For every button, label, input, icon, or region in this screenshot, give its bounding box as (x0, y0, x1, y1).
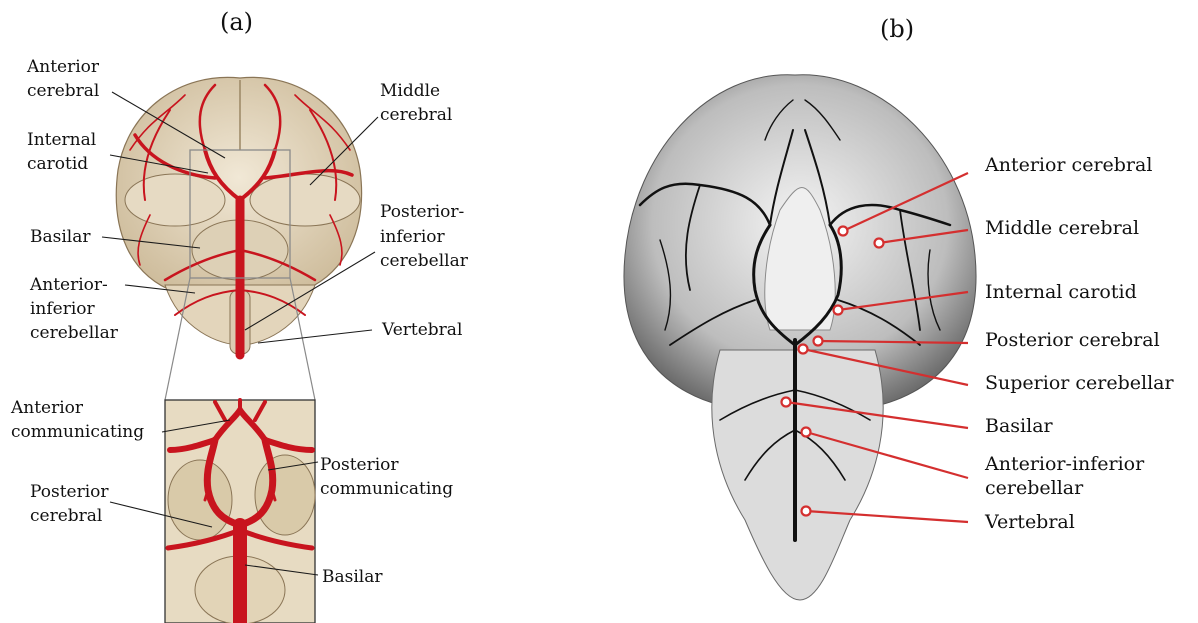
panel-b-title: (b) (880, 15, 914, 43)
label-a-anterior-inferior-cerebellar-3: cerebellar (30, 323, 119, 343)
label-b-anterior-inferior-cerebellar-2: cerebellar (985, 477, 1084, 499)
label-a-inset-basilar: Basilar (322, 567, 383, 587)
label-a-anterior-cerebral-2: cerebral (27, 81, 99, 101)
label-a-anterior-inferior-cerebellar-2: inferior (30, 299, 96, 319)
panel-a: (a) (10, 8, 469, 623)
label-a-vertebral: Vertebral (381, 320, 462, 340)
panel-b: (b) (624, 15, 1175, 600)
label-a-posterior-inferior-cerebellar-1: Posterior- (380, 202, 464, 222)
label-a-posterior-cerebral-2: cerebral (30, 506, 102, 526)
label-a-posterior-communicating-2: communicating (320, 479, 453, 499)
label-a-anterior-communicating-2: communicating (11, 422, 144, 442)
marker-b-posterior-cerebral (814, 337, 823, 346)
brain-photo-b (624, 75, 976, 600)
marker-b-superior-cerebellar (799, 345, 808, 354)
marker-b-anterior-inferior-cerebellar (802, 428, 811, 437)
label-a-anterior-communicating-1: Anterior (10, 398, 84, 418)
label-a-posterior-communicating-1: Posterior (320, 455, 399, 475)
label-b-basilar: Basilar (985, 415, 1054, 437)
label-a-internal-carotid-2: carotid (27, 154, 88, 174)
marker-b-basilar (782, 398, 791, 407)
label-b-posterior-cerebral: Posterior cerebral (985, 329, 1160, 351)
panel-a-title: (a) (220, 8, 253, 36)
label-b-middle-cerebral: Middle cerebral (985, 217, 1139, 239)
label-a-posterior-cerebral-1: Posterior (30, 482, 109, 502)
temporal-lobe-right (250, 174, 360, 226)
label-a-anterior-inferior-cerebellar-1: Anterior- (29, 275, 108, 295)
label-b-superior-cerebellar: Superior cerebellar (985, 372, 1174, 394)
label-a-middle-cerebral-2: cerebral (380, 105, 452, 125)
inset-detail-a (165, 400, 315, 623)
brain-photo-cerebellum (712, 350, 883, 600)
marker-b-middle-cerebral (875, 239, 884, 248)
label-b-internal-carotid: Internal carotid (985, 281, 1137, 303)
label-b-anterior-inferior-cerebellar-1: Anterior-inferior (984, 453, 1145, 475)
temporal-lobe-left (125, 174, 225, 226)
label-a-internal-carotid-1: Internal (27, 130, 96, 150)
label-a-anterior-cerebral-1: Anterior (26, 57, 100, 77)
label-b-vertebral: Vertebral (984, 511, 1075, 533)
label-a-basilar: Basilar (30, 227, 91, 247)
inset-structure-left (168, 460, 232, 540)
marker-b-vertebral (802, 507, 811, 516)
marker-b-internal-carotid (834, 306, 843, 315)
label-a-middle-cerebral-1: Middle (380, 81, 440, 101)
label-a-posterior-inferior-cerebellar-2: inferior (380, 227, 446, 247)
label-b-anterior-cerebral: Anterior cerebral (984, 154, 1152, 176)
brain-illustration-a (116, 77, 361, 400)
label-a-posterior-inferior-cerebellar-3: cerebellar (380, 251, 469, 271)
marker-b-anterior-cerebral (839, 227, 848, 236)
